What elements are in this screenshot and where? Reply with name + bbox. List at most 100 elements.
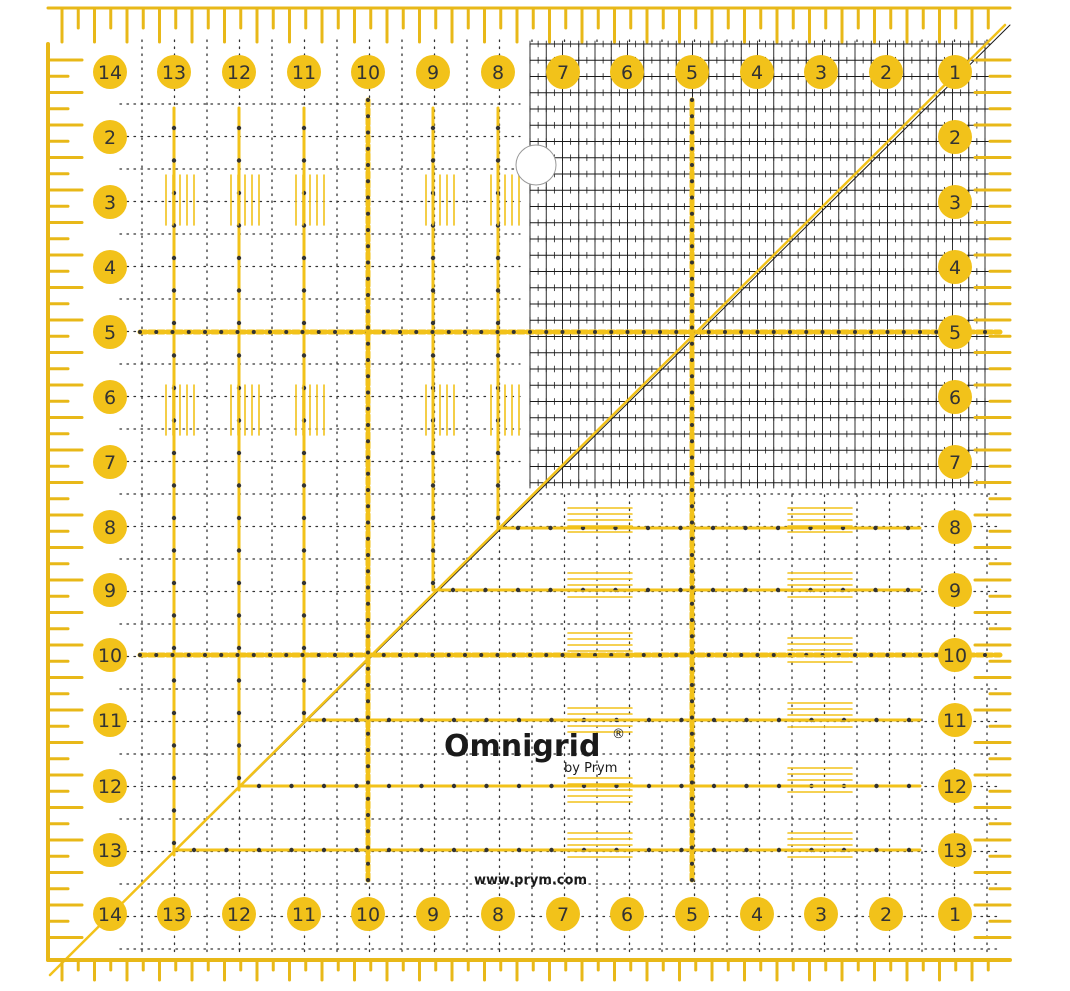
line-dot <box>744 783 749 789</box>
line-dot <box>711 847 717 853</box>
bead-dot <box>479 330 484 334</box>
top-scale-number: 12 <box>222 55 256 89</box>
bead-dot <box>885 330 890 334</box>
bead-dot <box>690 504 694 509</box>
number-badge <box>938 120 972 154</box>
bead-dot <box>690 293 694 297</box>
number-badge <box>157 55 191 89</box>
bead-dot <box>593 330 597 334</box>
bead-dot <box>918 653 922 657</box>
bead-dot <box>366 813 370 817</box>
bead-dot <box>366 439 370 444</box>
line-dot <box>301 515 307 521</box>
bead-dot <box>690 244 694 249</box>
number-badge <box>416 897 450 931</box>
line-dot <box>321 783 327 789</box>
bead-dot <box>690 358 694 362</box>
left-scale-number: 8 <box>93 510 127 544</box>
bead-dot <box>544 653 549 657</box>
number-text: 5 <box>686 62 698 84</box>
number-text: 11 <box>292 62 316 84</box>
line-dot <box>645 587 651 593</box>
number-text: 2 <box>880 62 892 84</box>
line-dot <box>906 847 912 853</box>
top-scale-number: 13 <box>157 55 191 89</box>
line-dot <box>549 847 554 853</box>
bead-dot <box>366 455 370 460</box>
bead-dot <box>690 666 694 671</box>
bead-dot <box>414 330 419 334</box>
line-dot <box>301 255 307 261</box>
line-dot <box>495 353 501 358</box>
bead-dot <box>690 228 694 232</box>
black-grid-region <box>49 24 1011 976</box>
bead-dot <box>366 488 370 492</box>
top-scale-number: 9 <box>416 55 450 89</box>
line-dot <box>301 353 307 358</box>
bead-dot <box>366 163 370 167</box>
bead-dot <box>430 653 435 657</box>
left-scale-number: 2 <box>93 120 127 154</box>
number-text: 6 <box>104 387 116 409</box>
line-dot <box>613 525 618 531</box>
line-dot <box>301 678 307 683</box>
bead-dot <box>528 653 532 657</box>
right-scale-number: 6 <box>938 380 972 414</box>
number-badge <box>938 185 972 219</box>
line-dot <box>776 783 782 789</box>
number-text: 1 <box>949 904 961 926</box>
number-text: 8 <box>492 904 504 926</box>
left-scale-number: 6 <box>93 380 127 414</box>
brand-name: Omnigrid <box>444 729 600 764</box>
bottom-scale-number: 5 <box>675 897 709 931</box>
line-dot <box>171 678 177 683</box>
line-dot <box>516 783 522 789</box>
bead-dot <box>366 423 370 427</box>
line-dot <box>549 717 554 723</box>
number-badge <box>287 55 321 89</box>
line-dot <box>776 847 782 853</box>
bead-dot <box>366 276 370 281</box>
right-scale-number: 4 <box>938 250 972 284</box>
bead-dot <box>690 861 694 866</box>
number-badge <box>93 445 127 479</box>
number-badge <box>93 897 127 931</box>
line-dot <box>495 255 501 261</box>
line-dot <box>484 847 489 853</box>
line-dot <box>516 717 522 723</box>
bead-dot <box>366 569 370 574</box>
line-dot <box>171 483 177 488</box>
bead-dot <box>836 330 841 334</box>
yellow-guide-lines <box>48 23 1007 977</box>
number-badge <box>740 897 774 931</box>
line-dot <box>289 847 294 853</box>
number-text: 12 <box>227 904 251 926</box>
line-dot <box>236 710 242 716</box>
number-text: 12 <box>98 776 122 798</box>
line-dot <box>171 255 177 261</box>
bead-dot <box>300 653 305 657</box>
line-dot <box>744 717 749 723</box>
bead-dot <box>366 845 370 850</box>
bead-dot <box>804 330 809 334</box>
line-dot <box>548 587 553 593</box>
line-dot <box>646 783 652 789</box>
bead-dot <box>690 325 694 330</box>
left-scale-number: 5 <box>93 315 127 349</box>
line-dot <box>430 125 436 131</box>
bead-dot <box>366 358 370 362</box>
bead-dot <box>690 601 694 606</box>
line-dot <box>171 613 177 618</box>
number-badge <box>938 445 972 479</box>
line-dot <box>581 783 587 789</box>
line-dot <box>354 783 359 789</box>
bead-dot <box>690 114 694 119</box>
number-badge <box>938 833 972 867</box>
line-dot <box>171 580 177 586</box>
bead-dot <box>690 764 694 769</box>
bead-dot <box>934 653 939 657</box>
bead-dot <box>739 330 744 334</box>
bead-dot <box>690 406 694 411</box>
line-dot <box>515 525 521 531</box>
bead-dot <box>366 878 370 882</box>
